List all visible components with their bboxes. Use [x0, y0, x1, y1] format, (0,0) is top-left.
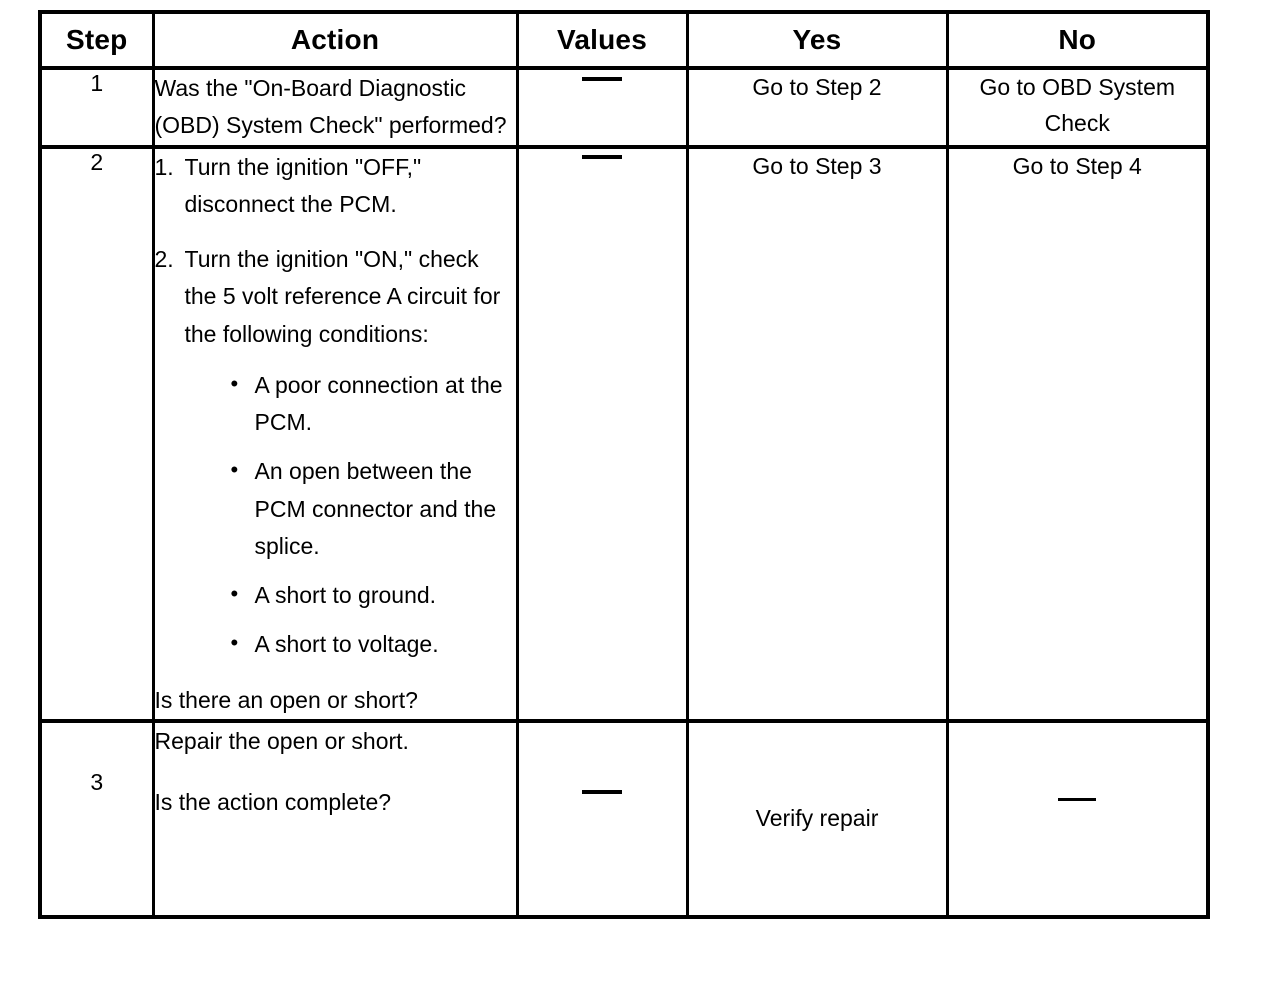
list-item-label: Turn the ignition "ON," check the 5 volt… — [184, 246, 501, 347]
action-text: Repair the open or short. — [154, 727, 409, 754]
table-row: 3 Repair the open or short. Is the actio… — [38, 718, 1210, 919]
action-cell: Was the "On-Board Diagnostic (OBD) Syste… — [151, 66, 519, 149]
diagnostic-step-table: Step Action Values Yes No 1 Was the "On-… — [38, 10, 1210, 919]
column-header-action: Action — [151, 10, 519, 70]
no-cell: Go to Step 4 — [945, 144, 1210, 723]
list-item-label: A short to ground. — [254, 582, 437, 608]
action-question: Is there an open or short? — [154, 686, 418, 713]
step-number-cell: 1 — [38, 66, 155, 149]
column-header-values: Values — [515, 10, 689, 70]
no-cell — [945, 718, 1210, 919]
values-cell — [515, 66, 689, 149]
list-item: • A short to voltage. — [231, 626, 516, 663]
bullet-icon: • — [230, 457, 239, 483]
values-cell — [515, 718, 689, 919]
yes-cell: Go to Step 2 — [685, 66, 949, 149]
em-dash-icon — [582, 789, 622, 794]
yes-cell: Go to Step 3 — [685, 144, 949, 723]
list-item-label: Turn the ignition "OFF," disconnect the … — [184, 153, 422, 217]
list-item: • A poor connection at the PCM. — [231, 367, 516, 442]
step-number-cell: 2 — [38, 144, 155, 723]
bullet-icon: • — [230, 630, 239, 656]
list-item: 1. Turn the ignition "OFF," disconnect t… — [155, 149, 516, 224]
yes-cell: Verify repair — [685, 718, 949, 919]
list-item-label: A poor connection at the PCM. — [254, 371, 503, 435]
list-item-label: An open between the PCM connector and th… — [254, 458, 497, 559]
list-marker: 2. — [154, 246, 174, 272]
step-number-cell: 3 — [38, 718, 155, 919]
list-item: 2. Turn the ignition "ON," check the 5 v… — [155, 241, 516, 664]
column-header-no: No — [945, 10, 1210, 70]
bullet-icon: • — [230, 581, 239, 606]
action-cell: Repair the open or short. Is the action … — [151, 718, 519, 919]
table-row: 1 Was the "On-Board Diagnostic (OBD) Sys… — [38, 66, 1210, 149]
bullet-icon: • — [230, 370, 239, 396]
condition-bullet-list: • A poor connection at the PCM. • An ope… — [185, 367, 516, 664]
values-cell — [515, 144, 689, 723]
em-dash-icon — [1058, 798, 1097, 802]
em-dash-icon — [582, 76, 622, 81]
action-question: Is the action complete? — [154, 789, 392, 815]
action-text: Was the "On-Board Diagnostic (OBD) Syste… — [154, 75, 507, 139]
list-marker: 1. — [154, 153, 174, 180]
column-header-step: Step — [38, 10, 155, 70]
action-cell: 1. Turn the ignition "OFF," disconnect t… — [151, 144, 519, 723]
em-dash-icon — [582, 155, 622, 160]
numbered-instruction-list: 1. Turn the ignition "OFF," disconnect t… — [155, 149, 516, 664]
list-item-label: A short to voltage. — [254, 631, 439, 658]
list-item: • A short to ground. — [231, 577, 516, 614]
table-header-row: Step Action Values Yes No — [38, 10, 1210, 70]
column-header-yes: Yes — [685, 10, 949, 70]
list-item: • An open between the PCM connector and … — [231, 453, 516, 565]
table-row: 2 1. Turn the ignition "OFF," disconnect… — [38, 144, 1210, 723]
no-cell: Go to OBD System Check — [945, 66, 1210, 149]
